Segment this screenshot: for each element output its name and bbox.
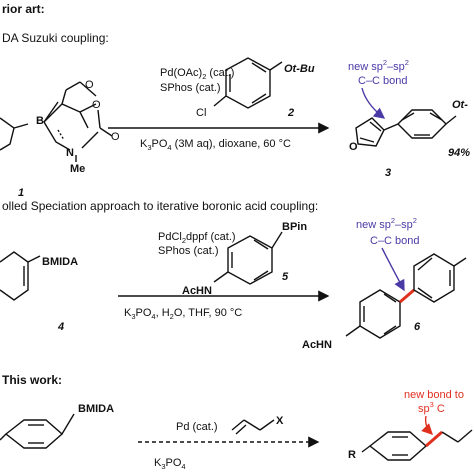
compound-1-structure bbox=[0, 81, 113, 162]
section3-note-line2: sp3 C bbox=[418, 400, 445, 415]
this-work-sm-structure bbox=[0, 413, 75, 449]
compound-2-substituent: Ot-Bu bbox=[284, 63, 315, 75]
section3-note-line1: new bond to bbox=[404, 389, 464, 401]
section1-catalyst: Pd(OAc)2 (cat.) bbox=[160, 67, 234, 81]
compound-2-structure bbox=[213, 57, 283, 109]
section3-conditions: K3PO4 bbox=[154, 457, 186, 471]
compound-5-number: 5 bbox=[282, 271, 289, 283]
compound-1-number: 1 bbox=[18, 187, 24, 199]
compound-1-methyl: Me bbox=[70, 163, 85, 175]
section2-note-arrow bbox=[381, 247, 405, 292]
section3-note-arrow bbox=[421, 415, 433, 435]
compound-3-number: 3 bbox=[385, 167, 391, 179]
this-work-r-group: R bbox=[348, 449, 356, 461]
section3-catalyst: Pd (cat.) bbox=[176, 421, 218, 433]
section1-note-line2: C–C bond bbox=[358, 75, 408, 87]
compound-2-number: 2 bbox=[287, 107, 294, 119]
section2-conditions: K3PO4, H2O, THF, 90 °C bbox=[124, 307, 242, 321]
section2-ligand: SPhos (cat.) bbox=[158, 245, 219, 257]
section3-header: This work: bbox=[2, 373, 62, 387]
section1-conditions: K3PO4 (3M aq), dioxane, 60 °C bbox=[140, 138, 291, 152]
compound-4-number: 4 bbox=[57, 321, 64, 333]
compound-4-bmida: BMIDA bbox=[42, 256, 78, 268]
compound-5-bpin: BPin bbox=[282, 221, 307, 233]
this-work-bmida: BMIDA bbox=[78, 403, 114, 415]
compound-3-structure bbox=[355, 109, 457, 147]
section2-catalyst: PdCl2dppf (cat.) bbox=[158, 231, 236, 245]
section1-note-line1: new sp2–sp2 bbox=[348, 58, 409, 73]
compound-1-oxygen-b: O bbox=[92, 99, 101, 111]
compound-5-structure bbox=[213, 231, 283, 285]
compound-6-new-bond bbox=[399, 288, 415, 304]
compound-3-substituent: Ot- bbox=[452, 99, 468, 111]
compound-1-boron: B bbox=[36, 115, 44, 127]
compound-4-structure bbox=[0, 251, 41, 301]
section1-header: rior art: bbox=[2, 2, 45, 16]
compound-1-oxygen-c: O bbox=[111, 131, 120, 143]
section2-note-line1: new sp2–sp2 bbox=[356, 216, 417, 231]
compound-1-nitrogen: N bbox=[66, 147, 74, 159]
compound-6-number: 6 bbox=[414, 321, 421, 333]
section1-subheader: DA Suzuki coupling: bbox=[2, 31, 109, 45]
compound-1-oxygen-a: O bbox=[85, 79, 94, 91]
compound-2-chlorine: Cl bbox=[196, 107, 206, 119]
section2-header: olled Speciation approach to iterative b… bbox=[2, 199, 318, 213]
compound-3-yield: 94% bbox=[448, 147, 470, 159]
this-work-new-bond bbox=[425, 430, 443, 448]
compound-6-achn: AcHN bbox=[302, 339, 332, 351]
this-work-product-structure bbox=[361, 429, 473, 461]
section1-ligand: SPhos (cat.) bbox=[160, 82, 221, 94]
section1-note-arrow bbox=[361, 87, 386, 119]
compound-5-achn: AcHN bbox=[182, 285, 212, 297]
allyl-leaving-group: X bbox=[276, 415, 284, 427]
section2-note-line2: C–C bond bbox=[370, 235, 420, 247]
compound-6-structure bbox=[345, 253, 467, 339]
allyl-x-structure bbox=[231, 419, 275, 435]
compound-3-oxygen: O bbox=[349, 141, 358, 153]
